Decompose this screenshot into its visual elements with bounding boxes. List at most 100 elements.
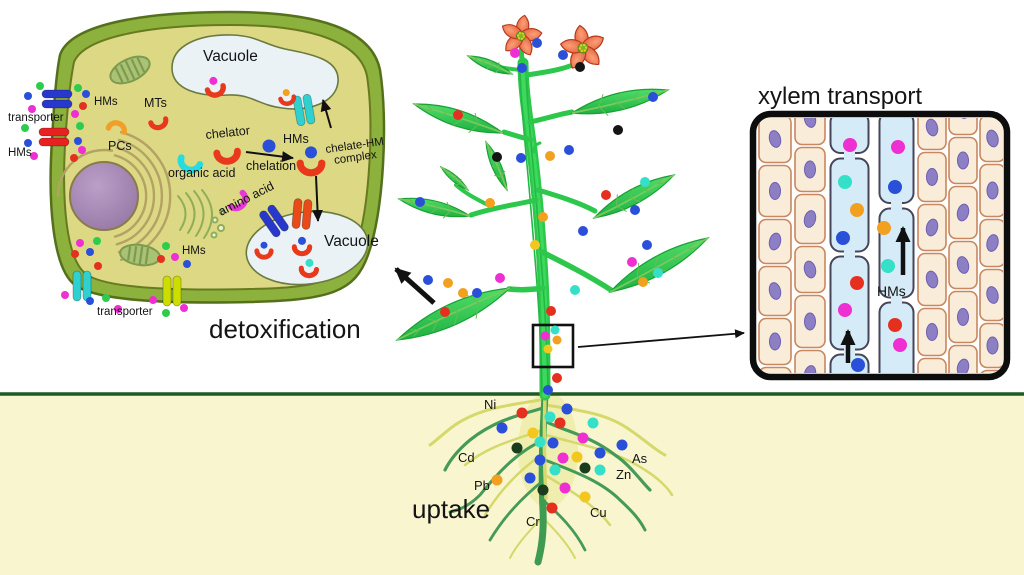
cell-nucleus xyxy=(956,358,970,373)
hm-dot xyxy=(601,190,611,200)
chelator-crescent xyxy=(227,189,249,212)
metal-label-ni: Ni xyxy=(484,397,496,412)
hm-dot xyxy=(183,260,191,268)
hm-dot xyxy=(557,452,569,464)
hm-ion xyxy=(305,258,314,267)
chelator-crescent xyxy=(278,89,297,106)
hm-dot xyxy=(28,105,36,113)
hm-dot xyxy=(579,491,591,503)
transporter-protein xyxy=(162,275,182,307)
stem-zoom-box xyxy=(531,323,575,369)
hm-dot xyxy=(594,447,606,459)
parenchyma-cell xyxy=(948,290,978,344)
hm-dot xyxy=(114,305,122,313)
hm-dot xyxy=(881,259,895,273)
parenchyma-cells xyxy=(758,118,1003,373)
hm-dot xyxy=(877,221,891,235)
hm-dot xyxy=(171,253,179,261)
hm-dot xyxy=(642,240,652,250)
flower xyxy=(559,24,605,69)
cell-nucleus xyxy=(925,218,939,237)
cell-nucleus xyxy=(926,323,938,341)
leaves xyxy=(395,55,710,341)
svg-text:complex: complex xyxy=(333,149,377,167)
parenchyma-cell xyxy=(979,218,1003,268)
cell-nucleus xyxy=(768,282,782,300)
hm-dot xyxy=(74,137,82,145)
hm-dot xyxy=(564,145,574,155)
hm-dot xyxy=(544,411,556,423)
cell-nucleus xyxy=(804,312,816,331)
hm-dot xyxy=(549,464,561,476)
hm-dot xyxy=(423,275,433,285)
hm-dot xyxy=(538,212,548,222)
parenchyma-cell xyxy=(758,218,792,265)
vacuole-bottom-label: Vacuole xyxy=(324,233,379,250)
hm-dot xyxy=(540,331,550,341)
parenchyma-cell xyxy=(979,268,1003,322)
metal-label-zn: Zn xyxy=(616,467,631,482)
hm-dot xyxy=(93,237,101,245)
chelation-arrow xyxy=(245,151,294,163)
parenchyma-cell xyxy=(979,322,1003,369)
parenchyma-cell xyxy=(979,163,1003,218)
cell-nucleus xyxy=(925,270,939,289)
hm-dot xyxy=(180,304,188,312)
hm-dot xyxy=(76,122,84,130)
parenchyma-cell xyxy=(794,193,826,245)
hm-dot xyxy=(558,50,568,60)
parenchyma-cell xyxy=(917,252,947,307)
hm-dot xyxy=(554,417,566,429)
zoom-connector-arrow xyxy=(577,329,745,348)
flower xyxy=(501,14,543,56)
hm-dot xyxy=(552,335,562,345)
leaf xyxy=(570,88,670,117)
leaf xyxy=(485,140,508,192)
hm-ion xyxy=(262,139,276,153)
hm-dot xyxy=(70,154,78,162)
hm-dot xyxy=(491,474,503,486)
parenchyma-cell xyxy=(917,203,947,252)
chelator-crescent xyxy=(204,76,226,98)
cell-nucleus xyxy=(986,286,999,304)
hm-dot xyxy=(546,502,558,514)
hm-dot xyxy=(850,276,864,290)
hm-dot xyxy=(532,38,542,48)
detoxification-caption: detoxification xyxy=(209,314,361,344)
parenchyma-cell xyxy=(948,240,978,290)
cell-nucleus xyxy=(804,160,816,179)
hm-dot xyxy=(79,102,87,110)
hm-dot xyxy=(440,307,450,317)
into-top-vacuole-arrow xyxy=(320,99,332,129)
cell-nucleus xyxy=(956,203,970,222)
parenchyma-cell xyxy=(948,185,978,240)
hm-dot xyxy=(496,422,508,434)
cell-nucleus xyxy=(803,260,817,279)
cell-nucleus xyxy=(769,182,781,200)
hm-dot xyxy=(516,153,526,163)
hm-dot xyxy=(851,358,865,372)
hm-dot xyxy=(838,303,852,317)
cell-nucleus xyxy=(956,256,970,274)
hm-dot xyxy=(575,62,585,72)
hm-dot xyxy=(543,344,553,354)
transporter-protein xyxy=(72,270,92,302)
pcs-label: PCs xyxy=(108,139,132,153)
hm-ion xyxy=(260,241,268,249)
hm-dot xyxy=(616,439,628,451)
hm-dot xyxy=(891,140,905,154)
cell-nucleus xyxy=(986,234,999,252)
hm-dot xyxy=(78,146,86,154)
parenchyma-cell xyxy=(758,164,792,218)
vacuole-top xyxy=(171,34,339,110)
complex-to-vacuole-arrow xyxy=(312,175,324,222)
cell-nucleus xyxy=(803,365,817,373)
hm-dot xyxy=(545,151,555,161)
cell-inside-hm-dots xyxy=(70,84,191,270)
transporter-protein xyxy=(259,204,289,238)
parenchyma-cell xyxy=(794,349,826,373)
hm-dot xyxy=(71,110,79,118)
transporter-protein xyxy=(41,89,73,109)
hm-dot xyxy=(21,124,29,132)
